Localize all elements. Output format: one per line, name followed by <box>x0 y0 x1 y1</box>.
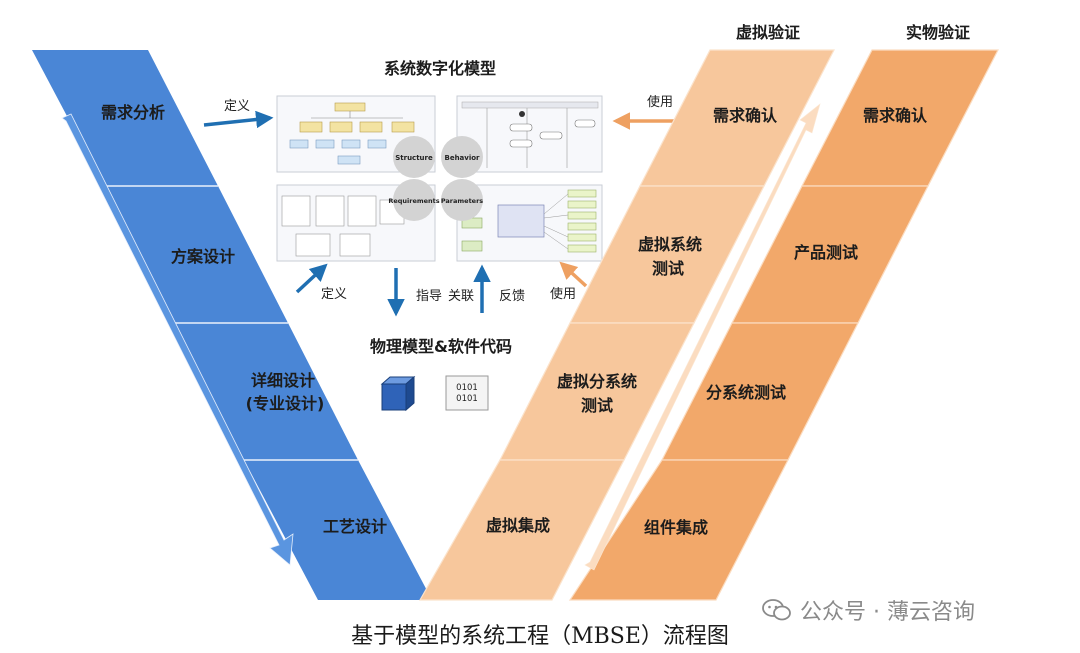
physical-header: 实物验证 <box>906 23 970 42</box>
center-arrows: 定义 定义 指导 关联 反馈 使用 使用 <box>203 94 680 317</box>
physical-model-section: 物理模型&软件代码 0101 0101 <box>370 337 512 412</box>
physical-label-subsystem-test: 分系统测试 <box>706 383 786 402</box>
physical-label-product-test: 产品测试 <box>794 243 858 262</box>
stage-block-process <box>244 460 432 600</box>
binary-line: 0101 <box>456 383 478 393</box>
virtual-label-system-test: 测试 <box>652 259 684 278</box>
requirements-pillar-label: Requirements <box>388 197 439 205</box>
define-label-bottom: 定义 <box>321 287 347 302</box>
structure-pillar <box>393 136 435 178</box>
structure-diagram-detail <box>289 102 415 165</box>
virtual-stage-subsystem-test <box>499 322 695 461</box>
code-file-icon: 0101 0101 <box>445 375 489 411</box>
guide-label: 指导 <box>416 289 442 304</box>
wechat-icon <box>762 599 791 621</box>
requirements-diagram-detail <box>281 195 405 257</box>
descend-arrow <box>61 113 294 566</box>
stage-block-requirements <box>32 50 218 186</box>
parameters-pillar-label: Parameters <box>441 197 483 205</box>
cube-icon <box>380 375 416 412</box>
relate-label: 关联 <box>448 289 474 304</box>
stage-label-process: 工艺设计 <box>323 517 387 536</box>
binary-line: 0101 <box>456 394 478 404</box>
stage-label-detail: 详细设计 <box>251 371 315 390</box>
physical-label-integration: 组件集成 <box>644 518 708 537</box>
use-arrow-bottom <box>559 261 588 288</box>
stage-label-detail-sub: (专业设计) <box>246 394 325 413</box>
virtual-label-subsystem-test: 测试 <box>581 396 613 415</box>
figure-caption: 基于模型的系统工程（MBSE）流程图 <box>351 624 729 649</box>
virtual-verification-column: 虚拟验证 需求确认 虚拟系统 测试 虚拟分系统 测试 虚拟集成 <box>418 23 835 601</box>
stage-block-scheme <box>104 186 288 323</box>
behavior-pillar-label: Behavior <box>444 154 480 162</box>
watermark: 公众号 · 薄云咨询 <box>762 594 975 626</box>
parameters-diagram-detail <box>461 189 597 253</box>
define-arrow-bottom <box>295 263 328 294</box>
virtual-stage-integration <box>418 459 625 601</box>
requirements-pillar <box>393 179 435 221</box>
watermark-text: 公众号 · 薄云咨询 <box>800 600 975 625</box>
stage-label-requirements: 需求分析 <box>101 103 165 122</box>
physical-title: 物理模型&软件代码 <box>370 337 512 356</box>
structure-pillar-label: Structure <box>395 154 433 162</box>
virtual-label-integration: 虚拟集成 <box>486 516 550 535</box>
define-label-top: 定义 <box>224 99 250 114</box>
feedback-label: 反馈 <box>499 289 525 304</box>
parameters-pillar <box>441 179 483 221</box>
ascend-arrow <box>584 103 821 571</box>
behavior-pillar <box>441 136 483 178</box>
use-label-top: 使用 <box>647 94 673 110</box>
virtual-label-system: 虚拟系统 <box>638 235 702 254</box>
use-label-bottom: 使用 <box>550 286 576 302</box>
model-title: 系统数字化模型 <box>384 59 496 78</box>
left-design-column: 需求分析 方案设计 详细设计 (专业设计) 工艺设计 <box>32 50 432 600</box>
physical-verification-column: 实物验证 需求确认 产品测试 分系统测试 组件集成 <box>568 23 999 601</box>
system-digital-model: 系统数字化模型 <box>276 59 603 262</box>
physical-label-requirements: 需求确认 <box>863 106 928 125</box>
define-arrow-top <box>203 110 274 129</box>
virtual-header: 虚拟验证 <box>736 23 800 42</box>
stage-block-detail <box>174 323 358 460</box>
stage-label-scheme: 方案设计 <box>171 247 235 266</box>
virtual-label-requirements: 需求确认 <box>713 106 778 125</box>
behavior-diagram-detail <box>461 101 599 168</box>
virtual-label-subsystem: 虚拟分系统 <box>557 372 637 391</box>
